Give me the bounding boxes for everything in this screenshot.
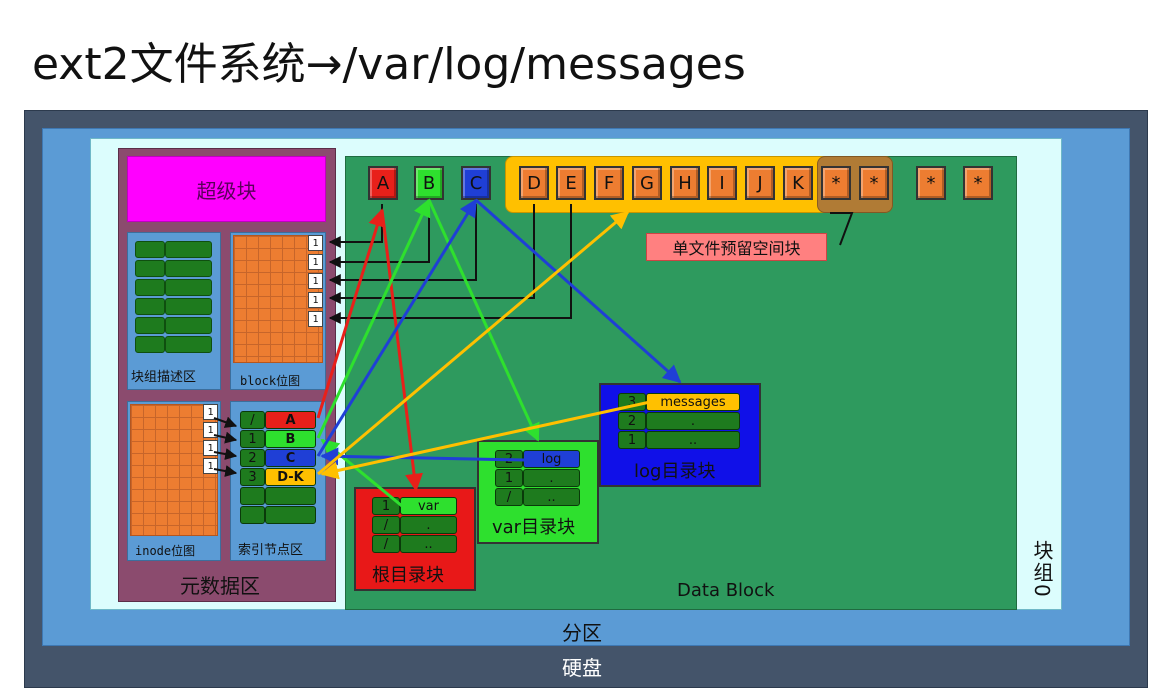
log-entry-name: messages <box>646 393 740 411</box>
group-descriptor-cell <box>135 336 165 353</box>
inode-number <box>240 506 265 524</box>
block-bit: 1 <box>308 273 323 289</box>
inode-number: 2 <box>240 449 265 467</box>
var-entry-name: log <box>523 450 580 468</box>
bitmap-arrow-b <box>328 204 430 268</box>
root-entry-name: .. <box>400 535 457 553</box>
inode-pointer <box>265 506 316 524</box>
block-bit: 1 <box>308 311 323 327</box>
log-entry-name: .. <box>646 431 740 449</box>
group-descriptor-cell <box>165 260 212 277</box>
inode-pointer: C <box>265 449 316 467</box>
var-entry-name: . <box>523 469 580 487</box>
super-block: 超级块 <box>127 156 326 222</box>
data-block-label: Data Block <box>677 580 775 601</box>
root-entry-number: / <box>372 516 400 534</box>
data-block-g: G <box>632 166 662 200</box>
root-entry-name: . <box>400 516 457 534</box>
data-block-j: J <box>745 166 775 200</box>
data-block-reserved: * <box>821 166 851 200</box>
inode-number: / <box>240 411 265 429</box>
inode-bit: 1 <box>203 404 218 420</box>
inode-pointer: A <box>265 411 316 429</box>
root-dir-label: 根目录块 <box>372 565 444 586</box>
block-group-label: 块组0 <box>1030 540 1054 599</box>
data-block-a: A <box>368 166 398 200</box>
inode-pointer: B <box>265 430 316 448</box>
var-dir-label: var目录块 <box>492 517 576 538</box>
partition-label: 分区 <box>562 621 602 645</box>
data-block-e: E <box>556 166 586 200</box>
var-entry-number: 1 <box>495 469 523 487</box>
data-block-reserved: * <box>859 166 889 200</box>
block-bit: 1 <box>308 254 323 270</box>
log-entry-to-inode <box>320 447 525 466</box>
group-descriptor-cell <box>165 241 212 258</box>
group-descriptor-cell <box>135 317 165 334</box>
bitmap-arrow-e <box>328 204 572 324</box>
messages-entry-to-inode <box>320 400 651 480</box>
data-block-f: F <box>594 166 624 200</box>
group-descriptor-cell <box>165 298 212 315</box>
inode-bitmap-label: inode位图 <box>135 544 196 558</box>
reserved-label: 单文件预留空间块 <box>646 233 827 261</box>
data-block-reserved: * <box>963 166 993 200</box>
bitmap-arrow-d <box>328 204 535 304</box>
var-entry-number: / <box>495 488 523 506</box>
block-b-to-var-dir <box>427 199 540 442</box>
inode-a-to-block-a <box>316 208 386 419</box>
root-entry-number: 1 <box>372 497 400 515</box>
var-entry-name: .. <box>523 488 580 506</box>
data-block-h: H <box>670 166 700 200</box>
inode-b-to-block-b <box>316 198 431 439</box>
inode-table-label: 索引节点区 <box>238 543 304 558</box>
root-entry-name: var <box>400 497 457 515</box>
inode-pointer: D-K <box>265 468 316 486</box>
group-descriptor-cell <box>165 336 212 353</box>
log-dir-label: log目录块 <box>634 461 716 482</box>
block-bit: 1 <box>308 292 323 308</box>
disk-label: 硬盘 <box>562 656 602 680</box>
block-bitmap-label: block位图 <box>240 374 301 388</box>
block-a-to-root-dir <box>380 209 423 492</box>
group-descriptor-cell <box>165 317 212 334</box>
inode-c-to-block-c <box>316 198 478 457</box>
group-descriptor-cell <box>135 279 165 296</box>
inode-number <box>240 487 265 505</box>
log-entry-number: 1 <box>618 431 646 449</box>
group-descriptor-cell <box>165 279 212 296</box>
group-descriptor-label: 块组描述区 <box>131 370 197 385</box>
bitmap-arrow-c <box>328 204 477 286</box>
inode-bit: 1 <box>203 422 218 438</box>
block-bit: 1 <box>308 235 323 251</box>
group-descriptor-cell <box>135 241 165 258</box>
data-block-d: D <box>519 166 549 200</box>
page-title: ext2文件系统→/var/log/messages <box>32 39 746 90</box>
group-descriptor-cell <box>135 260 165 277</box>
root-entry-number: / <box>372 535 400 553</box>
inode-number: 1 <box>240 430 265 448</box>
data-block-i: I <box>707 166 737 200</box>
inode-dk-to-blocks <box>317 210 630 476</box>
inode-pointer <box>265 487 316 505</box>
data-block-reserved: * <box>916 166 946 200</box>
inode-number: 3 <box>240 468 265 486</box>
group-descriptor-cell <box>135 298 165 315</box>
log-entry-name: . <box>646 412 740 430</box>
block-c-to-log-dir <box>475 198 682 384</box>
block-bitmap-grid <box>233 235 323 363</box>
log-entry-number: 2 <box>618 412 646 430</box>
var-entry-to-inode <box>320 438 403 508</box>
data-block-b: B <box>414 166 444 200</box>
data-block-k: K <box>783 166 813 200</box>
metadata-area-label: 元数据区 <box>180 574 260 598</box>
